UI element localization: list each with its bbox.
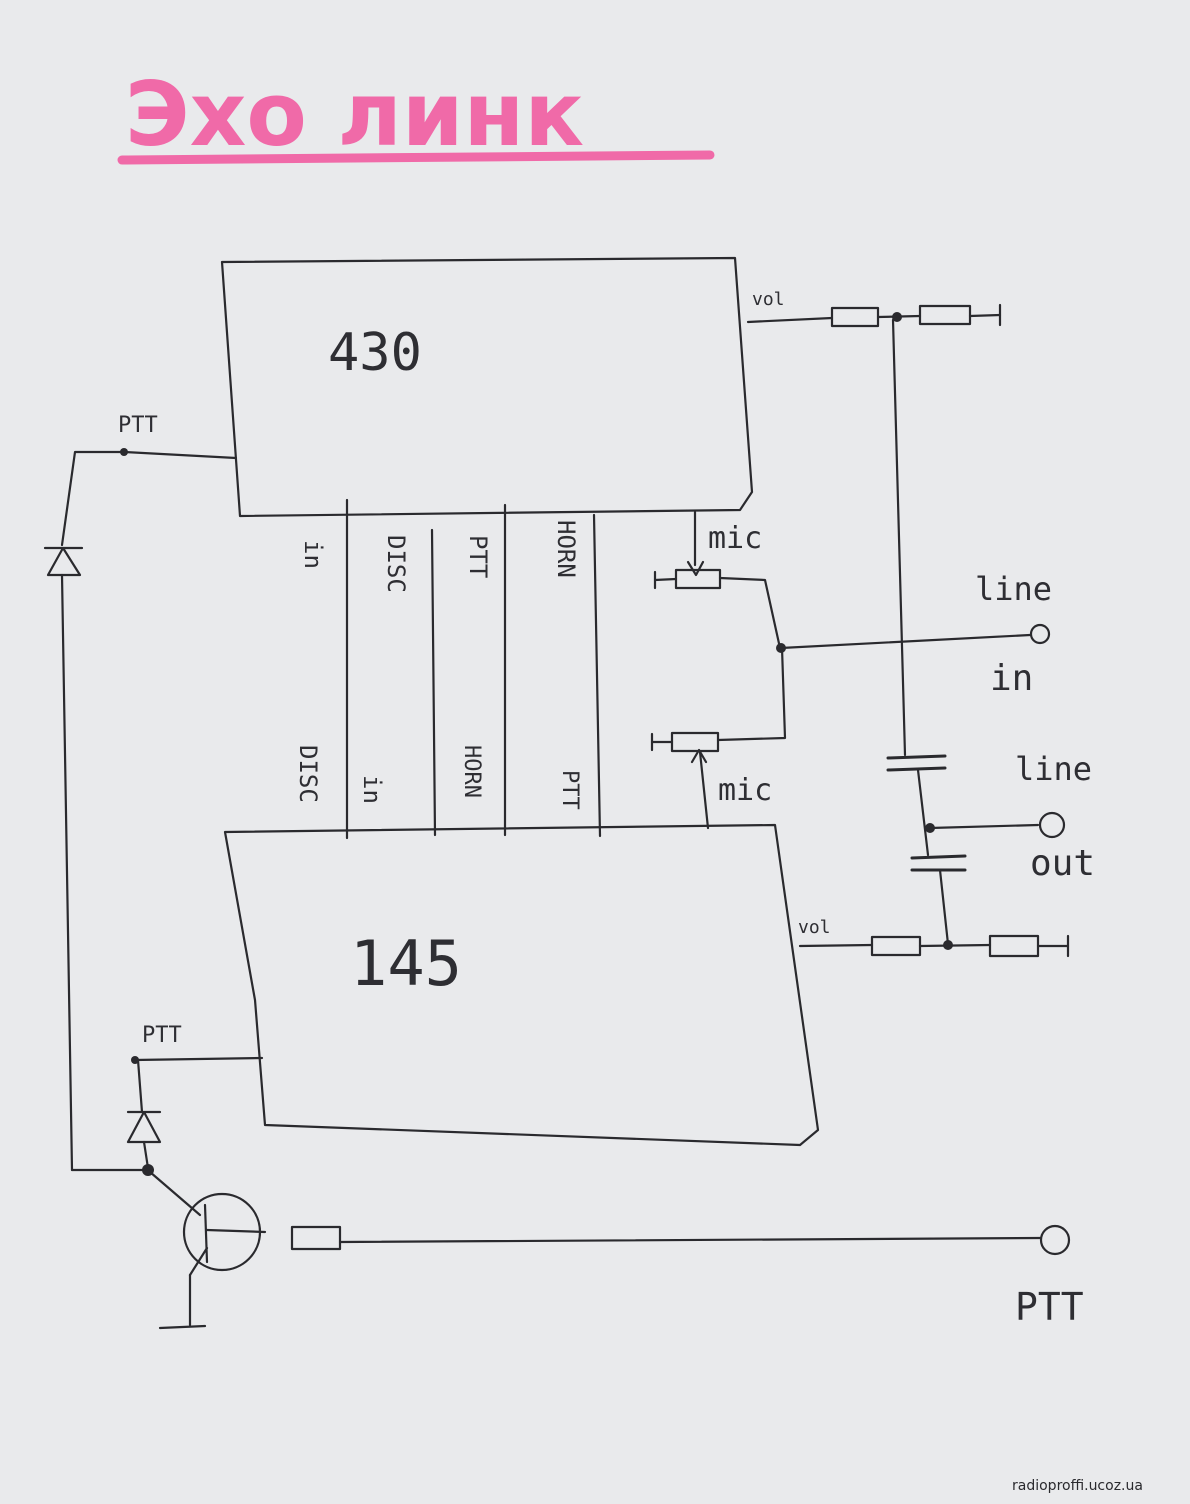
radio-block-430 <box>220 256 754 518</box>
bottom-vol-label: vol <box>798 917 831 938</box>
wire <box>938 868 950 946</box>
wire <box>798 943 874 948</box>
wire <box>968 313 1002 318</box>
line-in-label-line: line <box>975 570 1052 608</box>
radio-block-145-label: 145 <box>350 927 462 1000</box>
wire <box>698 750 710 830</box>
transistor-emitter <box>188 1246 209 1277</box>
wire <box>779 633 1032 650</box>
wire <box>928 823 1040 830</box>
wire <box>122 450 238 460</box>
jack-icon <box>1038 811 1066 839</box>
wire <box>918 943 992 948</box>
capacitor-plate <box>886 754 947 760</box>
bottom-ptt-label: PTT <box>142 1023 182 1048</box>
radio-block-145 <box>223 823 820 1147</box>
wire <box>716 646 787 742</box>
radio-block-430-label: 430 <box>328 323 422 383</box>
bottom-mic-label: mic <box>718 773 772 808</box>
ground-icon <box>158 1324 207 1330</box>
diagram-title: Эхо линк <box>125 63 584 166</box>
bus-top-label-horn: HORN <box>552 520 580 578</box>
wire <box>338 1236 1042 1244</box>
top-ptt-label: PTT <box>118 413 158 438</box>
bus-wire <box>430 528 437 837</box>
watermark: radioproffi.ucoz.ua <box>1012 1478 1143 1494</box>
resistor-icon <box>290 1225 342 1251</box>
bus-bottom-label-ptt: PTT <box>557 770 582 810</box>
transistor-base <box>203 1203 209 1264</box>
wire <box>891 318 907 757</box>
connection-bus <box>345 498 602 840</box>
bus-bottom-label-horn: HORN <box>459 745 484 798</box>
wire <box>133 1056 264 1062</box>
wire <box>136 1058 144 1114</box>
diode-icon <box>43 546 84 577</box>
bottom-vol-network: vol <box>798 917 1070 958</box>
top-mic-pot: mic <box>653 510 782 650</box>
bus-top-label-in: in <box>299 540 327 569</box>
junction-dot <box>892 312 902 322</box>
bus-bottom-label-disc: DISC <box>294 745 322 803</box>
jack-icon <box>1039 1224 1071 1256</box>
capacitor-plate <box>910 854 967 860</box>
arrow-icon <box>686 560 705 577</box>
bus-top-label-disc: DISC <box>382 535 410 593</box>
wire <box>142 1140 150 1170</box>
arrow-icon <box>690 748 708 764</box>
line-in-label-in: in <box>990 658 1033 699</box>
capacitor-plate <box>886 766 947 772</box>
line-out-network: line out <box>886 750 1095 946</box>
bus-top-label-ptt: PTT <box>464 535 492 578</box>
ptt-port-label: PTT <box>1015 1285 1084 1329</box>
bottom-mic-pot: mic <box>650 646 787 830</box>
wire <box>718 576 782 650</box>
junction-dot <box>943 940 953 950</box>
bus-bottom-label-in: in <box>358 775 386 804</box>
ptt-circuit: PTT PTT PTT <box>43 413 1084 1330</box>
wire <box>60 450 126 547</box>
wire <box>916 768 930 857</box>
top-vol-label: vol <box>752 289 785 310</box>
top-vol-network: vol <box>746 289 1002 328</box>
line-in-connector: line in <box>776 570 1052 699</box>
wire <box>653 577 678 582</box>
wire <box>746 316 834 324</box>
line-out-label-out: out <box>1030 843 1095 884</box>
jack-icon <box>1029 623 1051 645</box>
wire <box>60 573 74 1172</box>
title-underline <box>117 150 715 165</box>
line-out-label-line: line <box>1015 750 1092 788</box>
bus-wire <box>592 513 602 838</box>
top-mic-label: mic <box>708 521 762 556</box>
wire <box>205 1228 267 1234</box>
